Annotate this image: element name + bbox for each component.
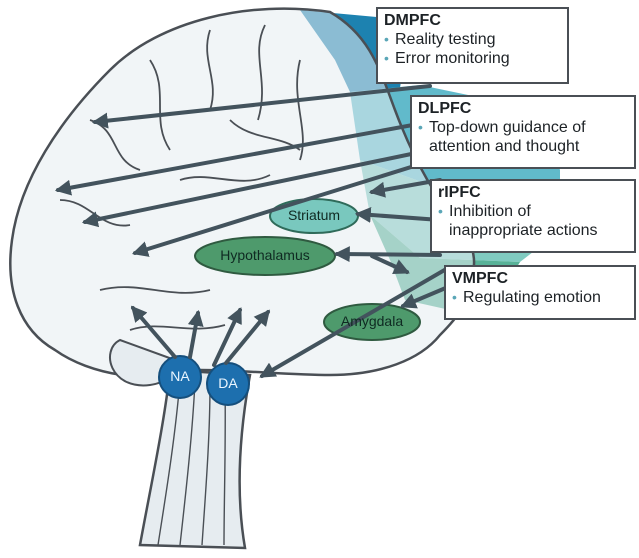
na-label: NA — [166, 368, 194, 384]
dmpfc-title: DMPFC — [384, 12, 561, 30]
striatum-label: Striatum — [278, 207, 350, 223]
hypothalamus-label: Hypothalamus — [205, 247, 325, 263]
vmpfc-item-1: •Regulating emotion — [452, 288, 628, 307]
dmpfc-item-2: •Error monitoring — [384, 49, 561, 68]
dmpfc-item-1: •Reality testing — [384, 30, 561, 49]
dlpfc-box: DLPFC •Top-down guidance of attention an… — [410, 95, 636, 169]
rlpfc-box: rIPFC •Inhibition of inappropriate actio… — [430, 179, 636, 253]
dmpfc-box: DMPFC •Reality testing •Error monitoring — [376, 7, 569, 84]
rlpfc-title: rIPFC — [438, 184, 628, 202]
vmpfc-box: VMPFC •Regulating emotion — [444, 265, 636, 320]
da-label: DA — [214, 375, 242, 391]
dlpfc-item-1: •Top-down guidance of attention and thou… — [418, 118, 628, 156]
amygdala-label: Amygdala — [330, 313, 414, 329]
vmpfc-title: VMPFC — [452, 270, 628, 288]
dlpfc-title: DLPFC — [418, 100, 628, 118]
rlpfc-item-1: •Inhibition of inappropriate actions — [438, 202, 628, 240]
